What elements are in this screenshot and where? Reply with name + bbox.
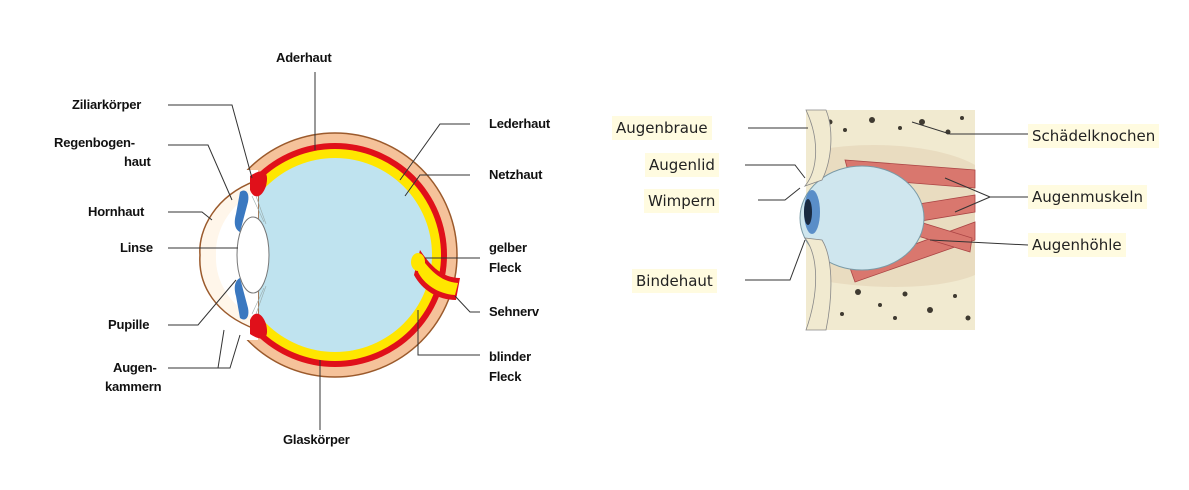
label-regenbogenhaut-line2: haut <box>124 151 151 173</box>
label-bindehaut: Bindehaut <box>632 269 717 293</box>
label-schaedelknochen: Schädelknochen <box>1028 124 1159 148</box>
label-lederhaut: Lederhaut <box>489 113 550 135</box>
pupil-side <box>804 199 812 225</box>
label-pupille: Pupille <box>108 314 149 336</box>
label-sehnerv: Sehnerv <box>489 301 539 323</box>
label-gelber-fleck-line2: Fleck <box>489 257 521 279</box>
label-augenlid: Augenlid <box>645 153 719 177</box>
label-linse: Linse <box>120 237 153 259</box>
label-augenkammern-line2: kammern <box>105 376 161 398</box>
label-hornhaut: Hornhaut <box>88 201 144 223</box>
label-blinder-fleck-line2: Fleck <box>489 366 521 388</box>
label-aderhaut: Aderhaut <box>276 47 331 69</box>
label-wimpern: Wimpern <box>644 189 719 213</box>
label-ziliarkoerper: Ziliarkörper <box>72 94 141 116</box>
label-augenbraue: Augenbraue <box>612 116 712 140</box>
label-netzhaut: Netzhaut <box>489 164 542 186</box>
label-augenmuskeln: Augenmuskeln <box>1028 185 1147 209</box>
label-blinder-fleck-line1: blinder <box>489 346 531 368</box>
label-augenhoehle: Augenhöhle <box>1028 233 1126 257</box>
label-gelber-fleck-line1: gelber <box>489 237 527 259</box>
label-glaskoerper: Glaskörper <box>283 429 350 451</box>
label-regenbogenhaut-line1: Regenbogen- <box>54 132 135 154</box>
